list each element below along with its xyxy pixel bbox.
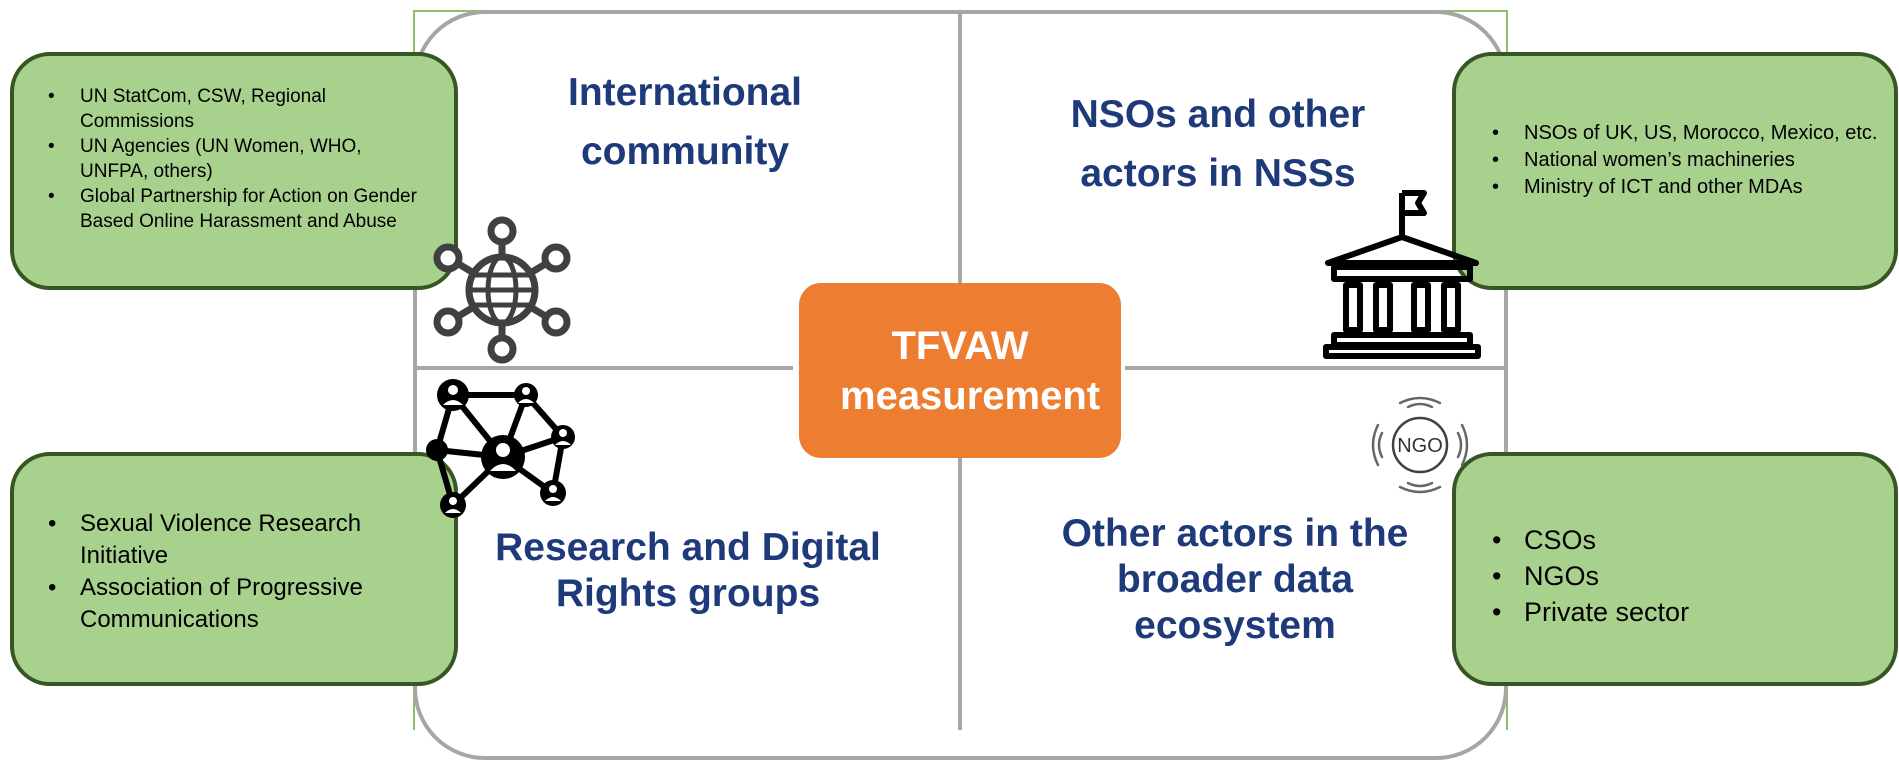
list-item: NGOs [1486,558,1874,594]
list-item: Global Partnership for Action on Gender … [42,184,432,234]
horizontal-divider-left [413,366,793,370]
center-title: TFVAW measurement [840,323,1101,418]
actors-box-nsos: NSOs of UK, US, Morocco, Mexico, etc. Na… [1452,52,1898,290]
actors-box-international: UN StatCom, CSW, Regional Commissions UN… [10,52,458,290]
quadrant-title-other-actors: Other actors in the broader data ecosyst… [1061,512,1409,647]
horizontal-divider-right [1125,366,1508,370]
globe-network-icon [433,216,571,364]
people-network-icon [426,379,575,518]
list-item: Private sector [1486,594,1874,630]
list-item: National women’s machineries [1486,147,1880,174]
list-item: Association of Progressive Communication… [42,572,434,636]
quadrant-title-research: Research and Digital Rights groups [495,526,881,615]
actors-list-other: CSOs NGOs Private sector [1486,522,1874,630]
government-building-icon [1323,190,1481,359]
actors-list-international: UN StatCom, CSW, Regional Commissions UN… [42,84,432,234]
actors-box-research: Sexual Violence Research Initiative Asso… [10,452,458,686]
quadrant-title-nsos: NSOs and other actors in NSSs [1070,93,1366,195]
list-item: UN Agencies (UN Women, WHO, UNFPA, other… [42,134,432,184]
list-item: CSOs [1486,522,1874,558]
actors-list-nsos: NSOs of UK, US, Morocco, Mexico, etc. Na… [1486,120,1880,201]
center-box: TFVAW measurement [799,283,1121,458]
actors-list-research: Sexual Violence Research Initiative Asso… [42,508,434,636]
actors-box-other: CSOs NGOs Private sector [1452,452,1898,686]
quadrant-title-international: International community [567,71,803,173]
list-item: NSOs of UK, US, Morocco, Mexico, etc. [1486,120,1880,147]
ngo-icon: NGO [1371,396,1469,494]
list-item: Ministry of ICT and other MDAs [1486,174,1880,201]
list-item: Sexual Violence Research Initiative [42,508,434,572]
ngo-icon-label: NGO [1397,435,1443,457]
list-item: UN StatCom, CSW, Regional Commissions [42,84,432,134]
